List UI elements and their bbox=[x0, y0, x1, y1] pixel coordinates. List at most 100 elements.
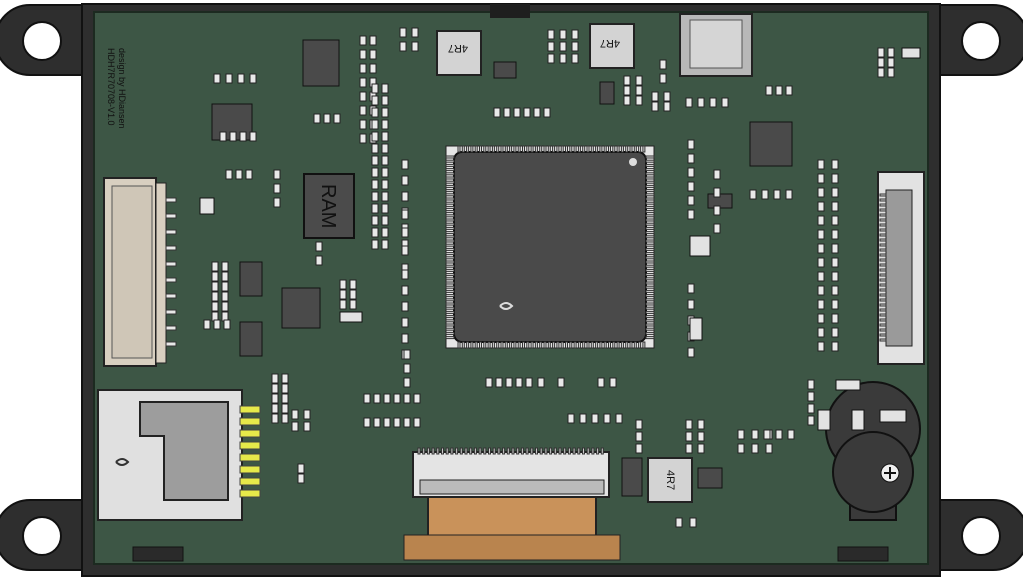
smd-resistor bbox=[359, 119, 367, 130]
smd-resistor bbox=[817, 201, 825, 212]
mcu-pin bbox=[445, 252, 455, 256]
smd-resistor bbox=[713, 169, 721, 180]
smd-resistor bbox=[373, 393, 381, 404]
smd-resistor bbox=[339, 289, 347, 300]
mcu-pin bbox=[461, 341, 465, 349]
smd-resistor bbox=[749, 189, 757, 200]
smd-resistor bbox=[401, 227, 409, 238]
mcu-pin bbox=[612, 145, 616, 153]
mcu-pin bbox=[445, 277, 455, 281]
smd-resistor bbox=[303, 409, 311, 420]
mcu-pin bbox=[645, 205, 655, 209]
mcu-pin bbox=[616, 341, 620, 349]
mount-hole-bottom-right bbox=[961, 516, 1001, 556]
mcu-pin bbox=[599, 341, 603, 349]
mcu-pin bbox=[445, 193, 455, 197]
mcu-pin bbox=[445, 281, 455, 285]
mcu-pin bbox=[586, 145, 590, 153]
mcu-pin bbox=[445, 247, 455, 251]
mcu-pin bbox=[582, 341, 586, 349]
mcu-pin bbox=[645, 189, 655, 193]
small-ic bbox=[697, 467, 723, 489]
mcu-pin bbox=[496, 341, 500, 349]
mcu-pin bbox=[645, 264, 655, 268]
mcu-pin bbox=[565, 341, 568, 349]
smd-resistor bbox=[495, 377, 503, 388]
inductor-1-label: 4R7 bbox=[448, 42, 468, 54]
inductor-1: 4R7 bbox=[436, 30, 482, 76]
smd-resistor bbox=[687, 153, 695, 164]
smd-resistor bbox=[371, 143, 379, 154]
mcu-pin bbox=[586, 341, 590, 349]
smd-resistor bbox=[223, 319, 231, 330]
mcu-pin bbox=[645, 180, 655, 184]
mcu-pin bbox=[645, 336, 655, 340]
fpc-pin bbox=[469, 447, 473, 455]
smd-resistor bbox=[359, 91, 367, 102]
smd-resistor bbox=[817, 299, 825, 310]
connector-pin bbox=[165, 261, 177, 267]
mcu-pin bbox=[645, 172, 655, 176]
mcu-pin bbox=[457, 341, 461, 349]
fpc-pin bbox=[488, 447, 491, 455]
smd-resistor bbox=[697, 97, 705, 108]
smd-capacitor bbox=[901, 47, 921, 59]
fpc-pin bbox=[530, 447, 534, 455]
fpc-pin bbox=[535, 447, 538, 455]
fpc-pin bbox=[600, 447, 604, 455]
fpc-pin bbox=[563, 447, 567, 455]
mcu-pin bbox=[577, 145, 581, 153]
silk-model-text: HDH7R70708-V1.0 bbox=[106, 48, 116, 126]
mcu-pin bbox=[504, 341, 508, 349]
mcu-pin bbox=[633, 341, 637, 349]
fpc-pin bbox=[879, 283, 887, 287]
fpc-pin bbox=[431, 447, 435, 455]
smd-resistor bbox=[635, 75, 643, 86]
mcu-pin bbox=[483, 341, 487, 349]
fpc-pin bbox=[879, 228, 887, 232]
mcu-pin bbox=[461, 145, 465, 153]
smd-resistor bbox=[371, 239, 379, 250]
mcu-pin bbox=[645, 281, 655, 285]
smd-resistor bbox=[651, 101, 659, 112]
smd-resistor bbox=[525, 377, 533, 388]
connector-pin bbox=[165, 245, 177, 251]
smd-resistor bbox=[281, 383, 289, 394]
smd-resistor bbox=[609, 377, 617, 388]
mcu-pin bbox=[590, 341, 594, 349]
smd-resistor bbox=[635, 443, 643, 454]
fpc-pin bbox=[879, 218, 887, 222]
mcu-pin bbox=[509, 145, 513, 153]
smd-resistor bbox=[877, 47, 885, 58]
usb-c-connector bbox=[679, 13, 753, 77]
mcu-pin bbox=[539, 341, 543, 349]
smd-resistor bbox=[685, 431, 693, 442]
smd-resistor bbox=[697, 419, 705, 430]
smd-resistor bbox=[571, 53, 579, 64]
smd-resistor bbox=[687, 299, 695, 310]
smd-capacitor bbox=[879, 409, 907, 423]
smd-resistor bbox=[751, 443, 759, 454]
ram-chip: RAM bbox=[303, 173, 355, 239]
connector-pin bbox=[165, 325, 177, 331]
mcu-pin bbox=[569, 341, 573, 349]
mcu-pin bbox=[513, 145, 517, 153]
mcu-pin bbox=[638, 145, 642, 153]
smd-capacitor bbox=[689, 317, 703, 341]
mcu-pin bbox=[445, 336, 455, 340]
smd-resistor bbox=[401, 175, 409, 186]
fpc-pin bbox=[441, 447, 444, 455]
connector-pin bbox=[165, 341, 177, 347]
smd-resistor bbox=[887, 57, 895, 68]
smd-resistor bbox=[399, 27, 407, 38]
mcu-pin bbox=[470, 341, 474, 349]
smd-resistor bbox=[831, 201, 839, 212]
mcu-pin bbox=[522, 341, 525, 349]
bottom-clip-right bbox=[837, 546, 889, 562]
bottom-fpc-connector bbox=[403, 451, 621, 561]
mcu-pin bbox=[560, 341, 564, 349]
smd-resistor bbox=[663, 91, 671, 102]
smd-resistor bbox=[807, 403, 815, 414]
silk-design-text: design by HDiansen bbox=[117, 48, 127, 129]
fpc-pin bbox=[879, 268, 887, 272]
